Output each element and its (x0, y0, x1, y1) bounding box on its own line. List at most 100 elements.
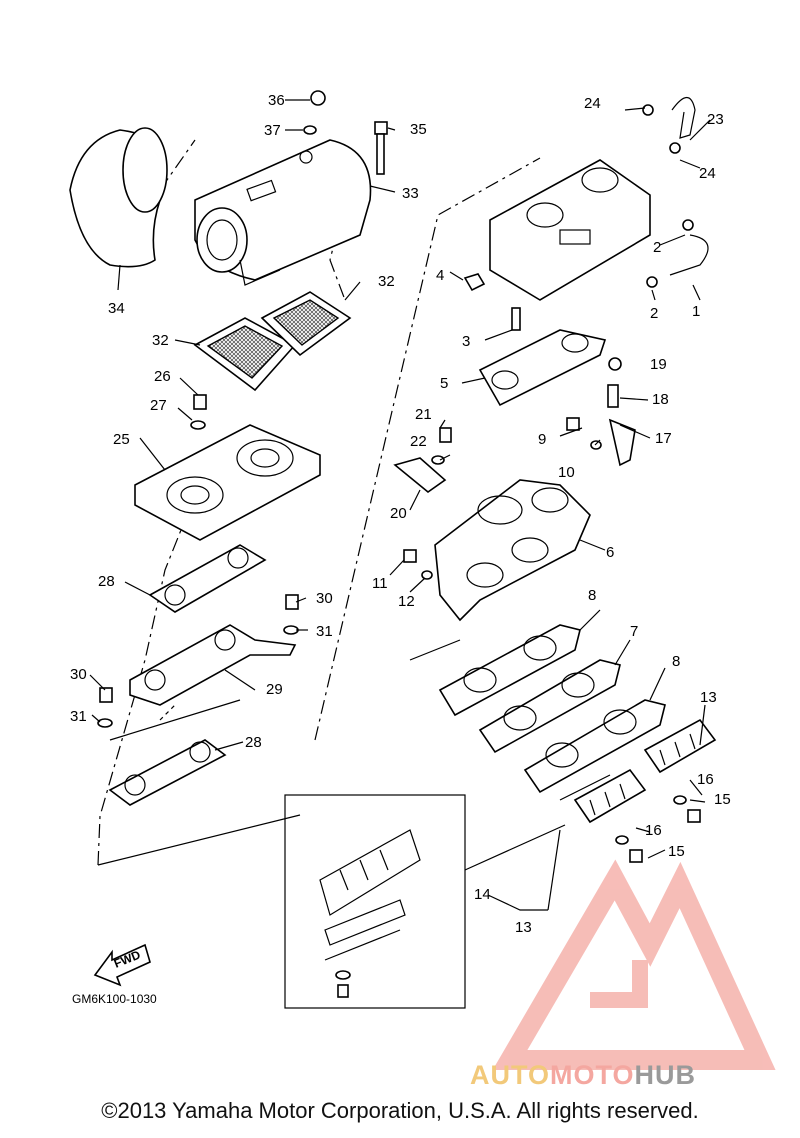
callout-16-a: 16 (697, 771, 714, 788)
plate-part-29 (129, 624, 297, 706)
watermark-text: AUTOMOTOHUB (470, 1060, 696, 1091)
intake-duct-part-34 (69, 127, 168, 268)
bolt-part-26 (193, 394, 207, 410)
callout-17: 17 (655, 430, 672, 447)
callout-31-b: 31 (70, 708, 87, 725)
reed-valve-part-13-b (573, 768, 647, 824)
oring-part-37 (303, 125, 317, 135)
callout-2-b: 2 (650, 305, 658, 322)
callout-37: 37 (264, 122, 281, 139)
callout-30-b: 30 (70, 666, 87, 683)
watermark-logo (492, 859, 776, 1070)
callout-1: 1 (692, 303, 700, 320)
clamp-part-2-a (682, 219, 694, 231)
callout-24-a: 24 (584, 95, 601, 112)
throttle-body-assembly (489, 159, 651, 301)
callout-9: 9 (538, 431, 546, 448)
stud-part-3 (511, 307, 521, 331)
callout-27: 27 (150, 397, 167, 414)
washer-part-10 (590, 440, 602, 450)
washer-part-27 (190, 420, 206, 430)
bracket-part-20 (393, 457, 447, 494)
callout-32-a: 32 (378, 273, 395, 290)
nut-part-4 (463, 273, 486, 292)
bolt-part-15-b (629, 849, 643, 863)
callout-4: 4 (436, 267, 444, 284)
callout-23: 23 (707, 111, 724, 128)
gasket-part-5 (478, 329, 607, 407)
washer-part-16-a (673, 795, 687, 805)
bolt-part-30-b (99, 687, 113, 703)
bolt-part-11 (403, 549, 417, 563)
bolt-part-15-a (687, 809, 701, 823)
callout-3: 3 (462, 333, 470, 350)
callout-28-a: 28 (98, 573, 115, 590)
callout-22: 22 (410, 433, 427, 450)
cap-part-19 (608, 357, 622, 371)
callout-25: 25 (113, 431, 130, 448)
callout-14: 14 (474, 886, 491, 903)
silencer-part-33 (194, 139, 372, 286)
clamp-part-24-b (669, 142, 681, 154)
callout-29: 29 (266, 681, 283, 698)
diagram-code: GM6K100-1030 (72, 992, 157, 1006)
reed-kit-inset-part-14 (284, 794, 566, 1009)
intake-manifold-part-6 (434, 479, 591, 622)
watermark-hub: HUB (634, 1060, 697, 1090)
hose-part-23 (671, 96, 696, 139)
bracket-part-17 (608, 418, 636, 467)
callout-7: 7 (630, 623, 638, 640)
callout-35: 35 (410, 121, 427, 138)
callout-11: 11 (372, 575, 388, 592)
hose-part-1 (669, 234, 709, 276)
forward-arrow: FWD (93, 943, 151, 987)
screw-part-36 (310, 90, 326, 106)
callout-21: 21 (415, 406, 432, 423)
bolt-part-30-a (285, 594, 299, 610)
bolt-part-21 (439, 427, 452, 443)
callout-19: 19 (650, 356, 667, 373)
callout-labels: 1 2 2 3 4 5 6 7 8 8 9 10 11 12 13 13 14 … (70, 92, 731, 936)
bolt-part-9 (566, 417, 580, 431)
washer-part-31-b (97, 718, 113, 728)
washer-part-12 (421, 570, 433, 580)
callout-15-b: 15 (668, 843, 685, 860)
callout-10: 10 (558, 464, 575, 481)
callout-13-a: 13 (700, 689, 717, 706)
washer-part-16-b (615, 835, 629, 845)
watermark-moto: MOTO (550, 1060, 635, 1090)
washer-part-22 (431, 455, 445, 465)
callout-8-a: 8 (588, 587, 596, 604)
callout-32-b: 32 (152, 332, 169, 349)
callout-36: 36 (268, 92, 285, 109)
callout-28-b: 28 (245, 734, 262, 751)
callout-5: 5 (440, 375, 448, 392)
callout-16-b: 16 (645, 822, 662, 839)
callout-24-b: 24 (699, 165, 716, 182)
callout-6: 6 (606, 544, 614, 561)
callout-18: 18 (652, 391, 669, 408)
callout-13-b: 13 (515, 919, 532, 936)
gasket-part-28-top (148, 544, 267, 613)
leader-lines (89, 99, 711, 911)
gasket-part-8-b (523, 699, 666, 794)
clamp-part-2-b (646, 276, 658, 288)
callout-26: 26 (154, 368, 171, 385)
reed-valve-part-13-a (643, 718, 717, 774)
washer-part-31-a (283, 625, 299, 635)
watermark-auto: AUTO (470, 1060, 551, 1090)
callout-34: 34 (108, 300, 125, 317)
callout-8-b: 8 (672, 653, 680, 670)
gasket-part-8-a (438, 624, 581, 717)
callout-12: 12 (398, 593, 415, 610)
screen-part-32-b (260, 291, 352, 357)
callout-15-a: 15 (714, 791, 731, 808)
callout-20: 20 (390, 505, 407, 522)
gasket-part-28-bottom (108, 739, 227, 806)
copyright-notice: ©2013 Yamaha Motor Corporation, U.S.A. A… (101, 1098, 699, 1123)
valve-part-18 (607, 384, 619, 408)
bolt-part-35 (374, 121, 388, 175)
callout-33: 33 (402, 185, 419, 202)
callout-31-a: 31 (316, 623, 333, 640)
